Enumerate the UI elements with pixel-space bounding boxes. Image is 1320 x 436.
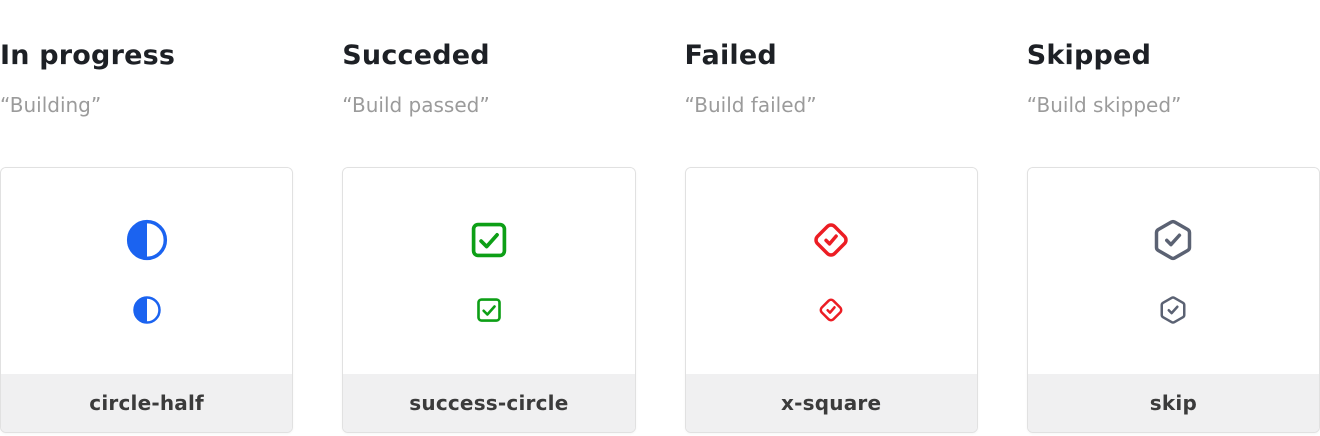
column-heading: Failed (684, 40, 777, 71)
circle-half-icon (126, 219, 167, 260)
column-subtitle: “Build failed” (684, 93, 817, 117)
column-heading: In progress (0, 40, 176, 71)
column-subtitle: “Build skipped” (1026, 93, 1182, 117)
status-column-skipped: Skipped “Build skipped” skip (1026, 0, 1320, 433)
icon-name-footer: x-square (685, 374, 977, 432)
icon-preview (1027, 168, 1319, 374)
icon-preview (685, 168, 977, 374)
column-heading: Skipped (1026, 40, 1152, 71)
column-subtitle: “Build passed” (342, 93, 490, 117)
icon-name-label: circle-half (89, 391, 204, 415)
icon-card: circle-half (0, 167, 294, 433)
circle-half-icon (132, 295, 161, 324)
diamond-check-icon (814, 222, 848, 257)
column-subtitle: “Building” (0, 93, 102, 117)
icon-name-footer: circle-half (1, 374, 293, 432)
status-column-succeded: Succeded “Build passed” success-circle (342, 0, 636, 433)
hexagon-check-icon (1155, 219, 1192, 260)
check-square-icon (471, 222, 507, 257)
icon-card: skip (1026, 167, 1320, 433)
icon-name-footer: skip (1027, 374, 1319, 432)
icon-name-label: skip (1149, 391, 1197, 415)
icon-preview (343, 168, 635, 374)
column-heading: Succeded (342, 40, 490, 71)
check-square-icon (477, 297, 501, 322)
status-column-in-progress: In progress “Building” circle-half (0, 0, 294, 433)
icon-name-label: x-square (781, 391, 882, 415)
icon-preview (1, 168, 293, 374)
icon-name-label: success-circle (409, 391, 569, 415)
icon-card: success-circle (342, 167, 636, 433)
icon-card: x-square (684, 167, 978, 433)
diamond-check-icon (819, 298, 843, 321)
hexagon-check-icon (1160, 295, 1186, 324)
status-column-failed: Failed “Build failed” x-square (684, 0, 978, 433)
icon-name-footer: success-circle (343, 374, 635, 432)
